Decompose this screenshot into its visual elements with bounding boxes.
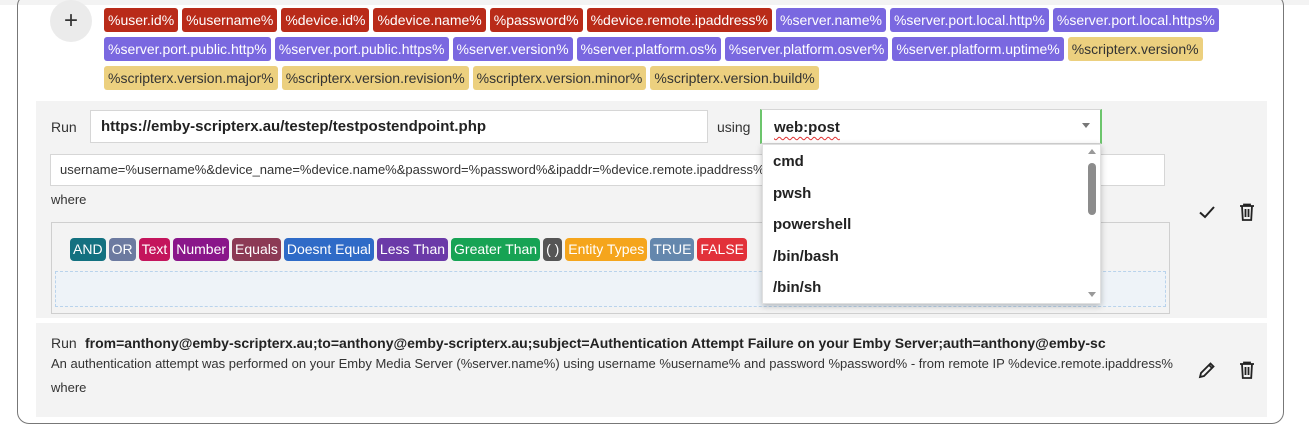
script-path-input[interactable]: https://emby-scripterx.au/testep/testpos… <box>90 110 708 143</box>
variable-tag[interactable]: %device.remote.ipaddress% <box>586 8 772 32</box>
plus-icon: + <box>63 7 78 34</box>
variable-tag[interactable]: %device.name% <box>373 8 486 32</box>
trash-icon <box>1240 361 1254 379</box>
variable-tag[interactable]: %scripterx.version.revision% <box>281 66 469 90</box>
variable-tag[interactable]: %server.platform.os% <box>576 37 721 61</box>
variable-tag[interactable]: %server.port.public.http% <box>104 37 271 61</box>
variable-tag[interactable]: %server.version% <box>452 37 573 61</box>
where-label: where <box>51 380 87 395</box>
rule-description-text: An authentication attempt was performed … <box>51 356 1173 371</box>
add-rule-button[interactable]: + <box>50 0 92 42</box>
run-label: Run <box>51 119 77 135</box>
condition-chip[interactable]: ( ) <box>543 238 563 261</box>
condition-chip[interactable]: Equals <box>232 238 281 261</box>
runner-option-bash[interactable]: /bin/bash <box>773 248 839 265</box>
runner-option-pwsh[interactable]: pwsh <box>773 185 812 202</box>
condition-chip[interactable]: FALSE <box>697 238 748 261</box>
where-label: where <box>51 192 87 207</box>
variable-tag[interactable]: %scripterx.version.minor% <box>472 66 647 90</box>
variable-tag[interactable]: %password% <box>489 8 583 32</box>
variable-tag[interactable]: %server.platform.osver% <box>724 37 889 61</box>
variable-tag[interactable]: %server.port.public.https% <box>274 37 449 61</box>
pencil-icon <box>1198 362 1215 379</box>
runner-select-value: web:post <box>774 119 840 136</box>
rule-command-text: from=anthony@emby-scripterx.au;to=anthon… <box>85 335 1106 351</box>
rules-panel <box>17 0 1284 424</box>
runner-option-sh[interactable]: /bin/sh <box>773 279 822 296</box>
using-label: using <box>717 119 751 135</box>
check-icon <box>1199 206 1215 219</box>
variable-tag[interactable]: %scripterx.version% <box>1067 37 1203 61</box>
variable-tag[interactable]: %scripterx.version.major% <box>104 66 278 90</box>
delete-rule-button[interactable] <box>1234 357 1260 383</box>
top-strip <box>0 0 1309 5</box>
chevron-down-icon[interactable] <box>1082 123 1090 128</box>
condition-chip[interactable]: Less Than <box>376 238 449 261</box>
variable-tag[interactable]: %username% <box>182 8 278 32</box>
variable-tag[interactable]: %server.platform.uptime% <box>892 37 1064 61</box>
variable-tag[interactable]: %device.id% <box>281 8 370 32</box>
variable-tag[interactable]: %server.name% <box>776 8 886 32</box>
variable-tag-list: %user.id%%username%%device.id%%device.na… <box>104 8 1234 90</box>
run-label: Run <box>51 335 77 351</box>
runner-option-cmd[interactable]: cmd <box>773 153 804 170</box>
condition-chip[interactable]: Number <box>173 238 230 261</box>
variable-tag[interactable]: %server.port.local.https% <box>1052 8 1219 32</box>
edit-rule-button[interactable] <box>1194 357 1220 383</box>
rule-summary <box>36 323 1267 417</box>
variable-tag[interactable]: %user.id% <box>104 8 179 32</box>
condition-chip[interactable]: TRUE <box>650 238 695 261</box>
condition-chip[interactable]: Text <box>138 238 171 261</box>
scrollbar-thumb[interactable] <box>1088 163 1096 215</box>
condition-chip[interactable]: Greater Than <box>451 238 541 261</box>
delete-rule-button[interactable] <box>1234 199 1260 225</box>
condition-chip[interactable]: Entity Types <box>565 238 648 261</box>
condition-chip[interactable]: AND <box>70 238 106 261</box>
variable-tag[interactable]: %server.port.local.http% <box>889 8 1049 32</box>
runner-select[interactable]: web:post <box>760 109 1102 144</box>
trash-icon <box>1240 203 1254 221</box>
runner-option-powershell[interactable]: powershell <box>773 216 852 233</box>
runner-dropdown-list: cmd pwsh powershell /bin/bash /bin/sh <box>762 144 1101 304</box>
scroll-up-icon[interactable] <box>1088 149 1096 154</box>
scroll-down-icon[interactable] <box>1088 292 1096 297</box>
condition-chip[interactable]: Doesnt Equal <box>283 238 374 261</box>
confirm-button[interactable] <box>1194 199 1220 225</box>
variable-tag[interactable]: %scripterx.version.build% <box>650 66 819 90</box>
condition-chip[interactable]: OR <box>108 238 136 261</box>
